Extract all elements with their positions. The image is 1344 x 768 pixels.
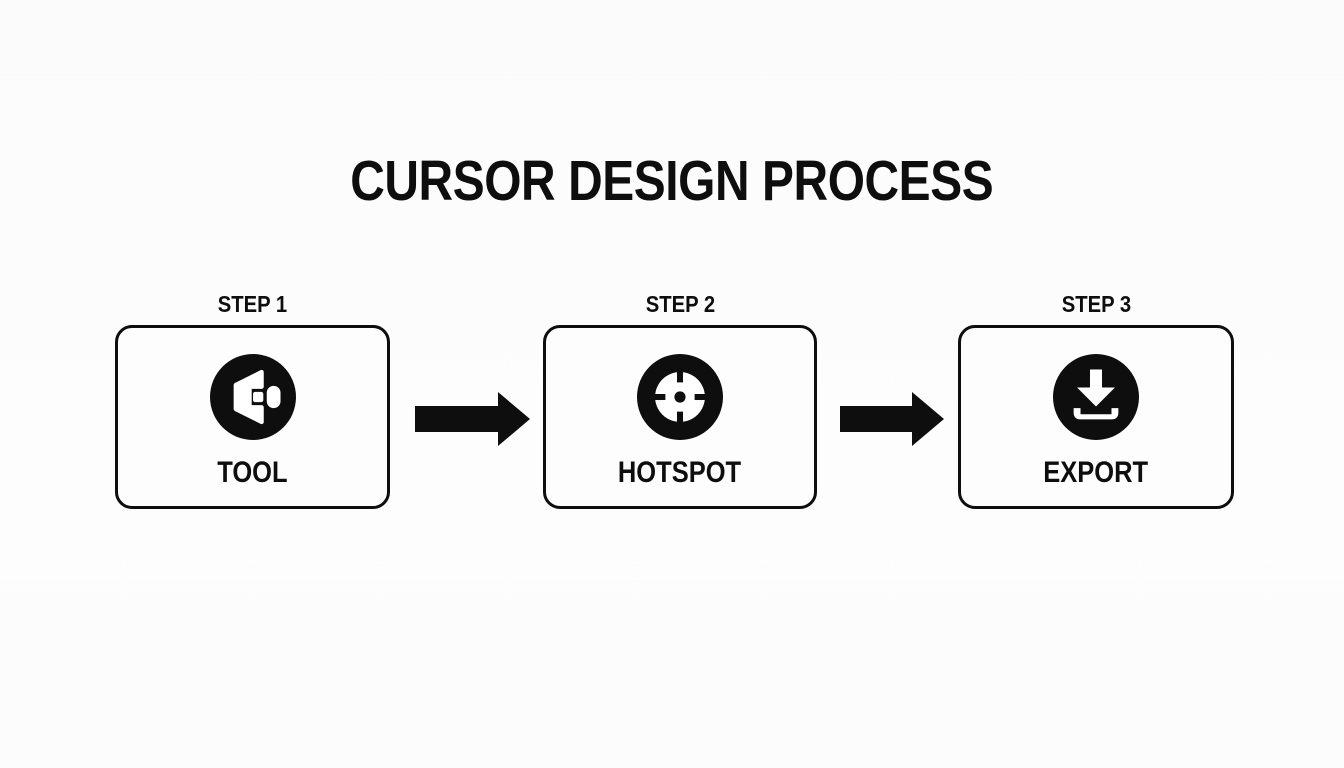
step-1-label-text: STEP 1 [217, 291, 288, 317]
step-2-label: STEP 2 [543, 291, 817, 317]
hotspot-crosshair-icon [637, 354, 723, 440]
step-1-card: TOOL [115, 325, 390, 509]
step-3-name-text: EXPORT [1043, 456, 1149, 489]
flow-arrow-icon [415, 392, 530, 451]
step-3-card: EXPORT [958, 325, 1234, 509]
diagram-title: CURSOR DESIGN PROCESS [0, 149, 1344, 213]
step-1-name: TOOL [211, 458, 294, 488]
step-3-name: EXPORT [1034, 458, 1157, 488]
step-3-label: STEP 3 [958, 291, 1234, 317]
cursor-tool-icon [209, 354, 296, 440]
step-3: STEP 3 EXPORT [958, 291, 1234, 509]
step-2-name: HOTSPOT [607, 458, 752, 488]
step-1-name-text: TOOL [217, 456, 288, 489]
step-3-label-text: STEP 3 [1061, 291, 1131, 317]
step-2-name-text: HOTSPOT [618, 456, 742, 489]
step-1-label: STEP 1 [115, 291, 390, 317]
step-2-card: HOTSPOT [543, 325, 817, 509]
flow-arrow-icon [840, 392, 944, 451]
step-2-label-text: STEP 2 [645, 291, 715, 317]
diagram-title-text: CURSOR DESIGN PROCESS [350, 149, 994, 213]
step-1: STEP 1 TOOL [115, 291, 390, 509]
export-download-icon [1053, 354, 1139, 440]
step-2: STEP 2 HOTSPOT [543, 291, 817, 509]
